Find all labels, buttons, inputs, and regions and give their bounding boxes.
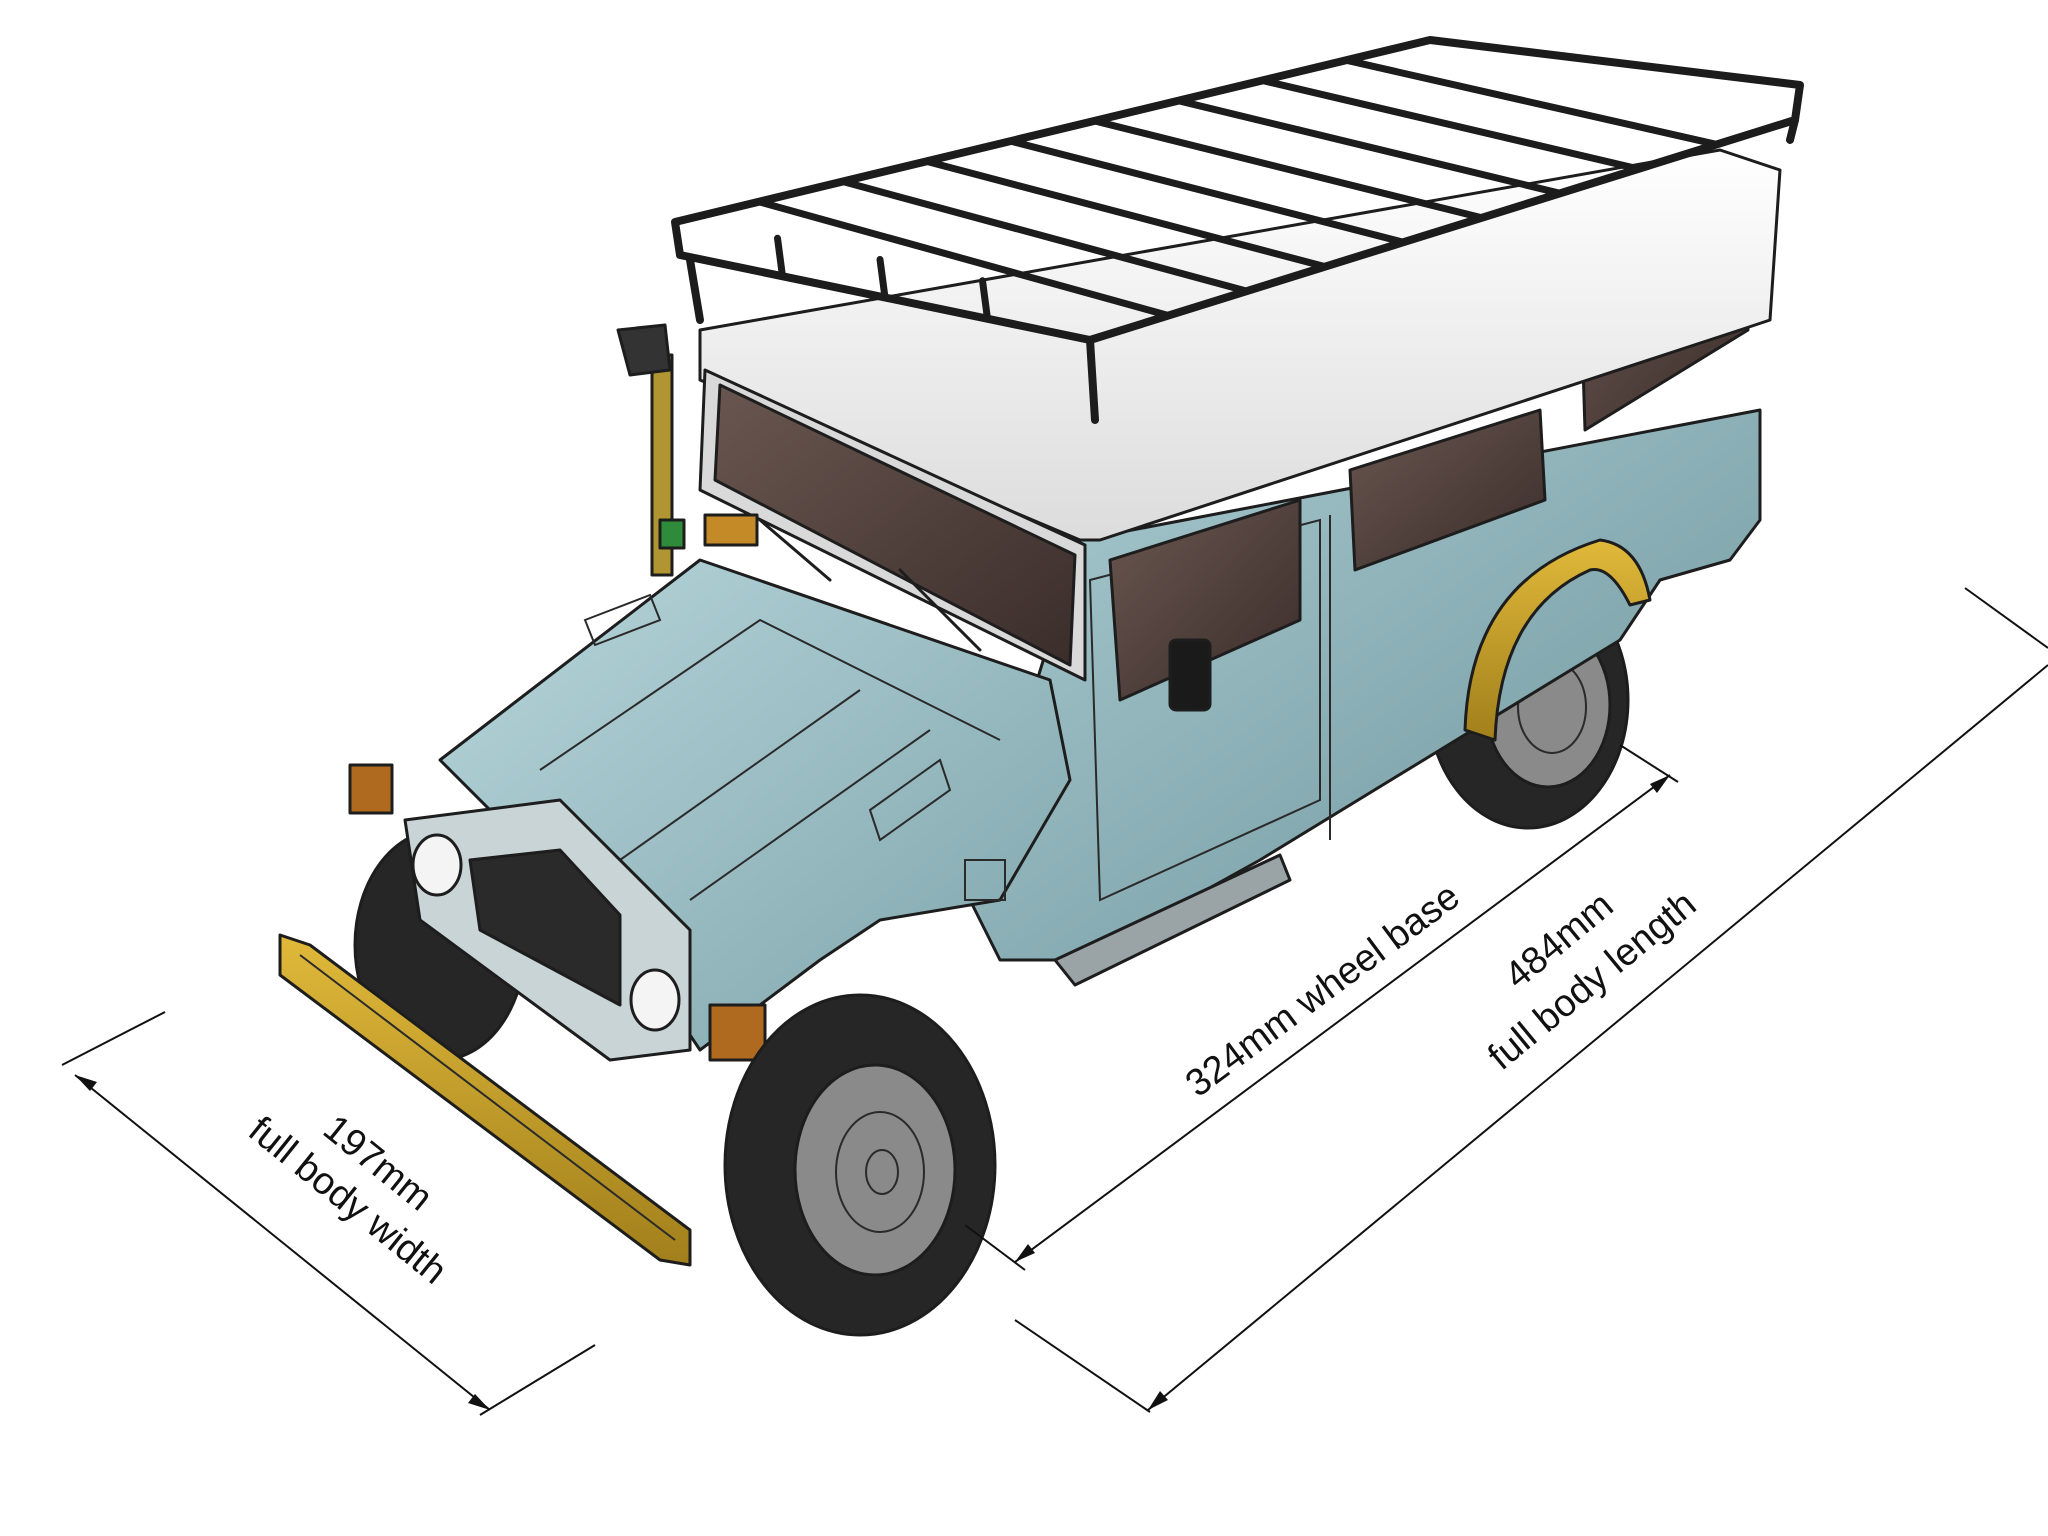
side-window-middle (1348, 408, 1547, 572)
headlight-right (629, 968, 681, 1032)
rear-fender-flare (1463, 538, 1652, 742)
front-bumper (278, 933, 692, 1267)
roof-rack-crossbar (1090, 117, 1486, 222)
width-dimension: 197mm full body width (61, 1011, 596, 1416)
indicator-light-right (708, 1003, 767, 1062)
grille-mesh (468, 848, 622, 1007)
front-right-wheel (723, 993, 997, 1337)
roof-rack-side-rail (876, 256, 889, 301)
roof-rack-crossbar (839, 178, 1251, 295)
roof-rack (671, 36, 1804, 424)
hood-vent-left (583, 593, 662, 647)
side-step (1053, 853, 1292, 987)
roof-rack-crossbar (923, 157, 1329, 271)
roof-indicator-light (703, 513, 759, 547)
roof-rack-crossbar (1258, 76, 1642, 173)
roof-rack-side-rail (774, 234, 786, 280)
side-mirror (1168, 638, 1212, 712)
roof-rack-crossbar (1342, 56, 1721, 148)
hood-vent-right (868, 758, 952, 842)
snorkel (616, 323, 686, 577)
roof-rack-crossbar (1007, 137, 1407, 246)
side-window-front (1108, 498, 1302, 702)
indicator-light-left (348, 763, 394, 815)
roof-rack-side-rail (979, 277, 991, 323)
headlight-left (411, 833, 463, 897)
cowl-vent (964, 859, 1006, 901)
body-side (968, 223, 1762, 987)
roof-rack-crossbar (755, 198, 1172, 320)
front-grille (403, 798, 692, 1062)
vehicle-illustration (278, 36, 1804, 1337)
roof-rack-crossbar (1174, 97, 1564, 197)
windshield (698, 368, 1087, 682)
